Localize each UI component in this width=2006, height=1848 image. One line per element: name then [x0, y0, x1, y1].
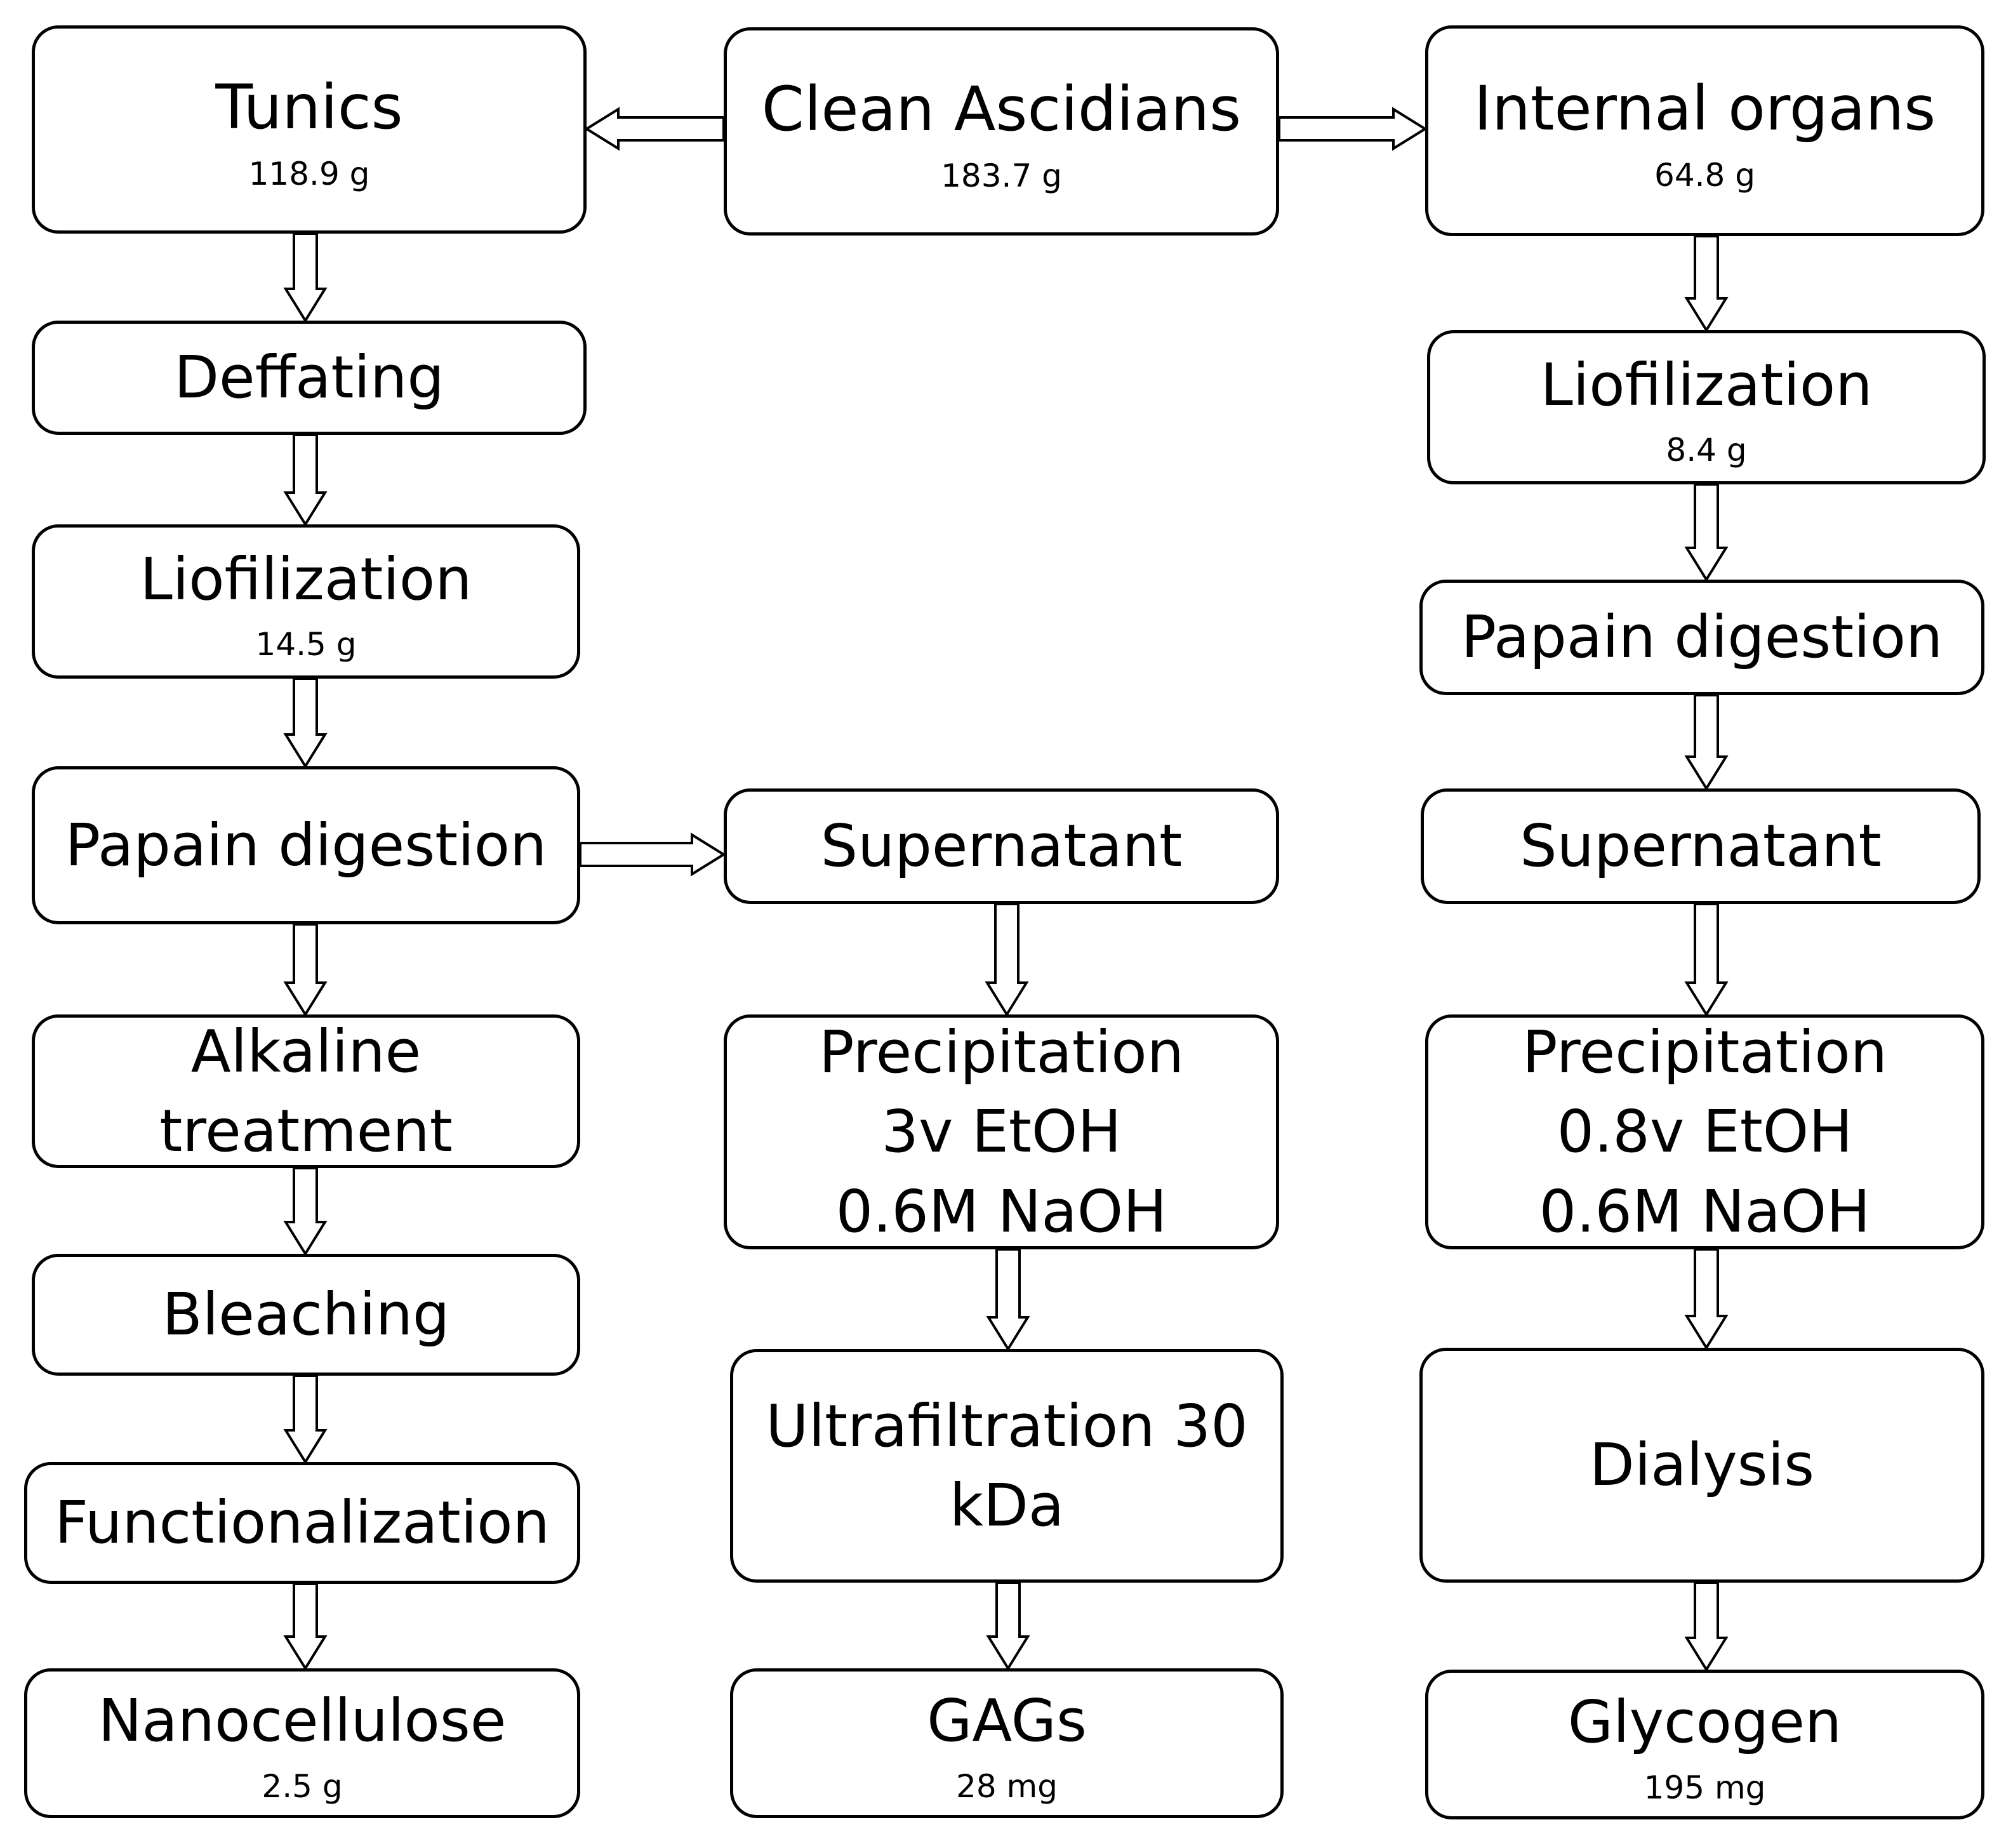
node-label-line-1: Precipitation — [818, 1018, 1185, 1087]
node-tunics: Tunics 118.9 g — [32, 25, 587, 234]
node-supernatant-right: Supernatant — [1421, 788, 1981, 904]
node-label-line-2: 3v EtOH — [881, 1098, 1122, 1166]
node-label: GAGs — [927, 1687, 1087, 1755]
node-label: Clean Ascidians — [761, 73, 1242, 145]
node-label-line-3: 0.6M NaOH — [835, 1177, 1167, 1246]
node-amount: 183.7 g — [941, 157, 1062, 195]
node-label: Supernatant — [1520, 812, 1882, 881]
node-dialysis: Dialysis — [1419, 1348, 1984, 1583]
node-alkaline-treatment: Alkaline treatment — [32, 1014, 580, 1168]
node-label-line-2: kDa — [949, 1472, 1065, 1539]
node-tunic-liofilization: Liofilization 14.5 g — [32, 524, 580, 679]
node-label: Nanocellulose — [98, 1687, 507, 1755]
arrow-tunic-papain-to-supernatant-mid — [579, 832, 726, 877]
node-label: Liofilization — [1540, 350, 1873, 419]
node-amount: 195 mg — [1644, 1769, 1766, 1806]
node-nanocellulose: Nanocellulose 2.5 g — [24, 1668, 580, 1818]
node-label: Liofilization — [140, 545, 472, 613]
node-precipitation-right: Precipitation 0.8v EtOH 0.6M NaOH — [1425, 1014, 1984, 1249]
node-label-line-2: treatment — [159, 1097, 453, 1165]
arrow-alkaline-to-bleaching — [283, 1167, 328, 1256]
arrow-tunic-papain-to-alkaline — [283, 923, 328, 1017]
node-label: Papain digestion — [65, 811, 547, 879]
node-label: Papain digestion — [1461, 603, 1943, 672]
node-bleaching: Bleaching — [32, 1254, 580, 1376]
node-label: Tunics — [215, 71, 403, 143]
node-label-line-1: Precipitation — [1522, 1018, 1888, 1087]
node-label-line-2: 0.8v EtOH — [1557, 1098, 1853, 1166]
arrow-organ-liofilization-to-organ-papain — [1684, 483, 1729, 582]
node-amount: 118.9 g — [248, 156, 370, 193]
node-label: Glycogen — [1567, 1688, 1842, 1757]
node-supernatant-middle: Supernatant — [724, 788, 1279, 904]
node-ultrafiltration: Ultrafiltration 30 kDa — [730, 1349, 1284, 1583]
node-amount: 64.8 g — [1654, 157, 1755, 194]
arrow-precip-mid-to-ultrafiltration — [986, 1248, 1030, 1352]
node-label: Deffating — [174, 343, 444, 412]
arrow-tunics-to-deffating — [283, 232, 328, 323]
node-deffating: Deffating — [32, 321, 587, 435]
node-tunic-papain-digestion: Papain digestion — [32, 766, 580, 924]
arrow-tunic-liofilization-to-tunic-papain — [283, 677, 328, 769]
node-amount: 2.5 g — [262, 1767, 343, 1805]
node-label: Dialysis — [1589, 1431, 1815, 1499]
node-amount: 14.5 g — [255, 626, 357, 663]
arrow-supernatant-right-to-precip-right — [1684, 903, 1729, 1017]
node-amount: 8.4 g — [1666, 432, 1747, 469]
node-internal-organs: Internal organs 64.8 g — [1425, 25, 1984, 236]
node-label: Internal organs — [1473, 72, 1936, 144]
node-clean-ascidians: Clean Ascidians 183.7 g — [724, 27, 1279, 236]
arrow-precip-right-to-dialysis — [1684, 1248, 1729, 1350]
node-label: Functionalization — [55, 1489, 550, 1557]
node-functionalization: Functionalization — [24, 1462, 580, 1584]
arrow-supernatant-mid-to-precip-mid — [985, 903, 1029, 1017]
arrow-deffating-to-tunic-liofilization — [283, 434, 328, 527]
node-label-line-1: Alkaline — [190, 1017, 422, 1086]
arrow-clean-ascidians-to-tunics — [584, 107, 725, 151]
arrow-dialysis-to-glycogen — [1684, 1581, 1729, 1672]
node-label: Supernatant — [820, 812, 1183, 881]
arrow-ultrafiltration-to-gags — [986, 1581, 1030, 1671]
node-amount: 28 mg — [956, 1767, 1058, 1805]
node-gags: GAGs 28 mg — [730, 1668, 1284, 1818]
node-precipitation-middle: Precipitation 3v EtOH 0.6M NaOH — [724, 1014, 1279, 1249]
node-organ-liofilization: Liofilization 8.4 g — [1427, 330, 1986, 484]
arrow-internal-organs-to-organ-liofilization — [1684, 235, 1729, 333]
node-glycogen: Glycogen 195 mg — [1425, 1670, 1984, 1819]
arrow-organ-papain-to-supernatant-right — [1684, 694, 1729, 791]
arrow-clean-ascidians-to-internal-organs — [1278, 107, 1428, 151]
arrow-bleaching-to-functionalization — [283, 1374, 328, 1465]
arrow-functionalization-to-nanocellulose — [283, 1583, 328, 1671]
node-label-line-1: Ultrafiltration 30 — [766, 1392, 1248, 1460]
node-label: Bleaching — [162, 1280, 450, 1349]
node-organ-papain-digestion: Papain digestion — [1419, 580, 1984, 695]
node-label-line-3: 0.6M NaOH — [1539, 1177, 1871, 1246]
